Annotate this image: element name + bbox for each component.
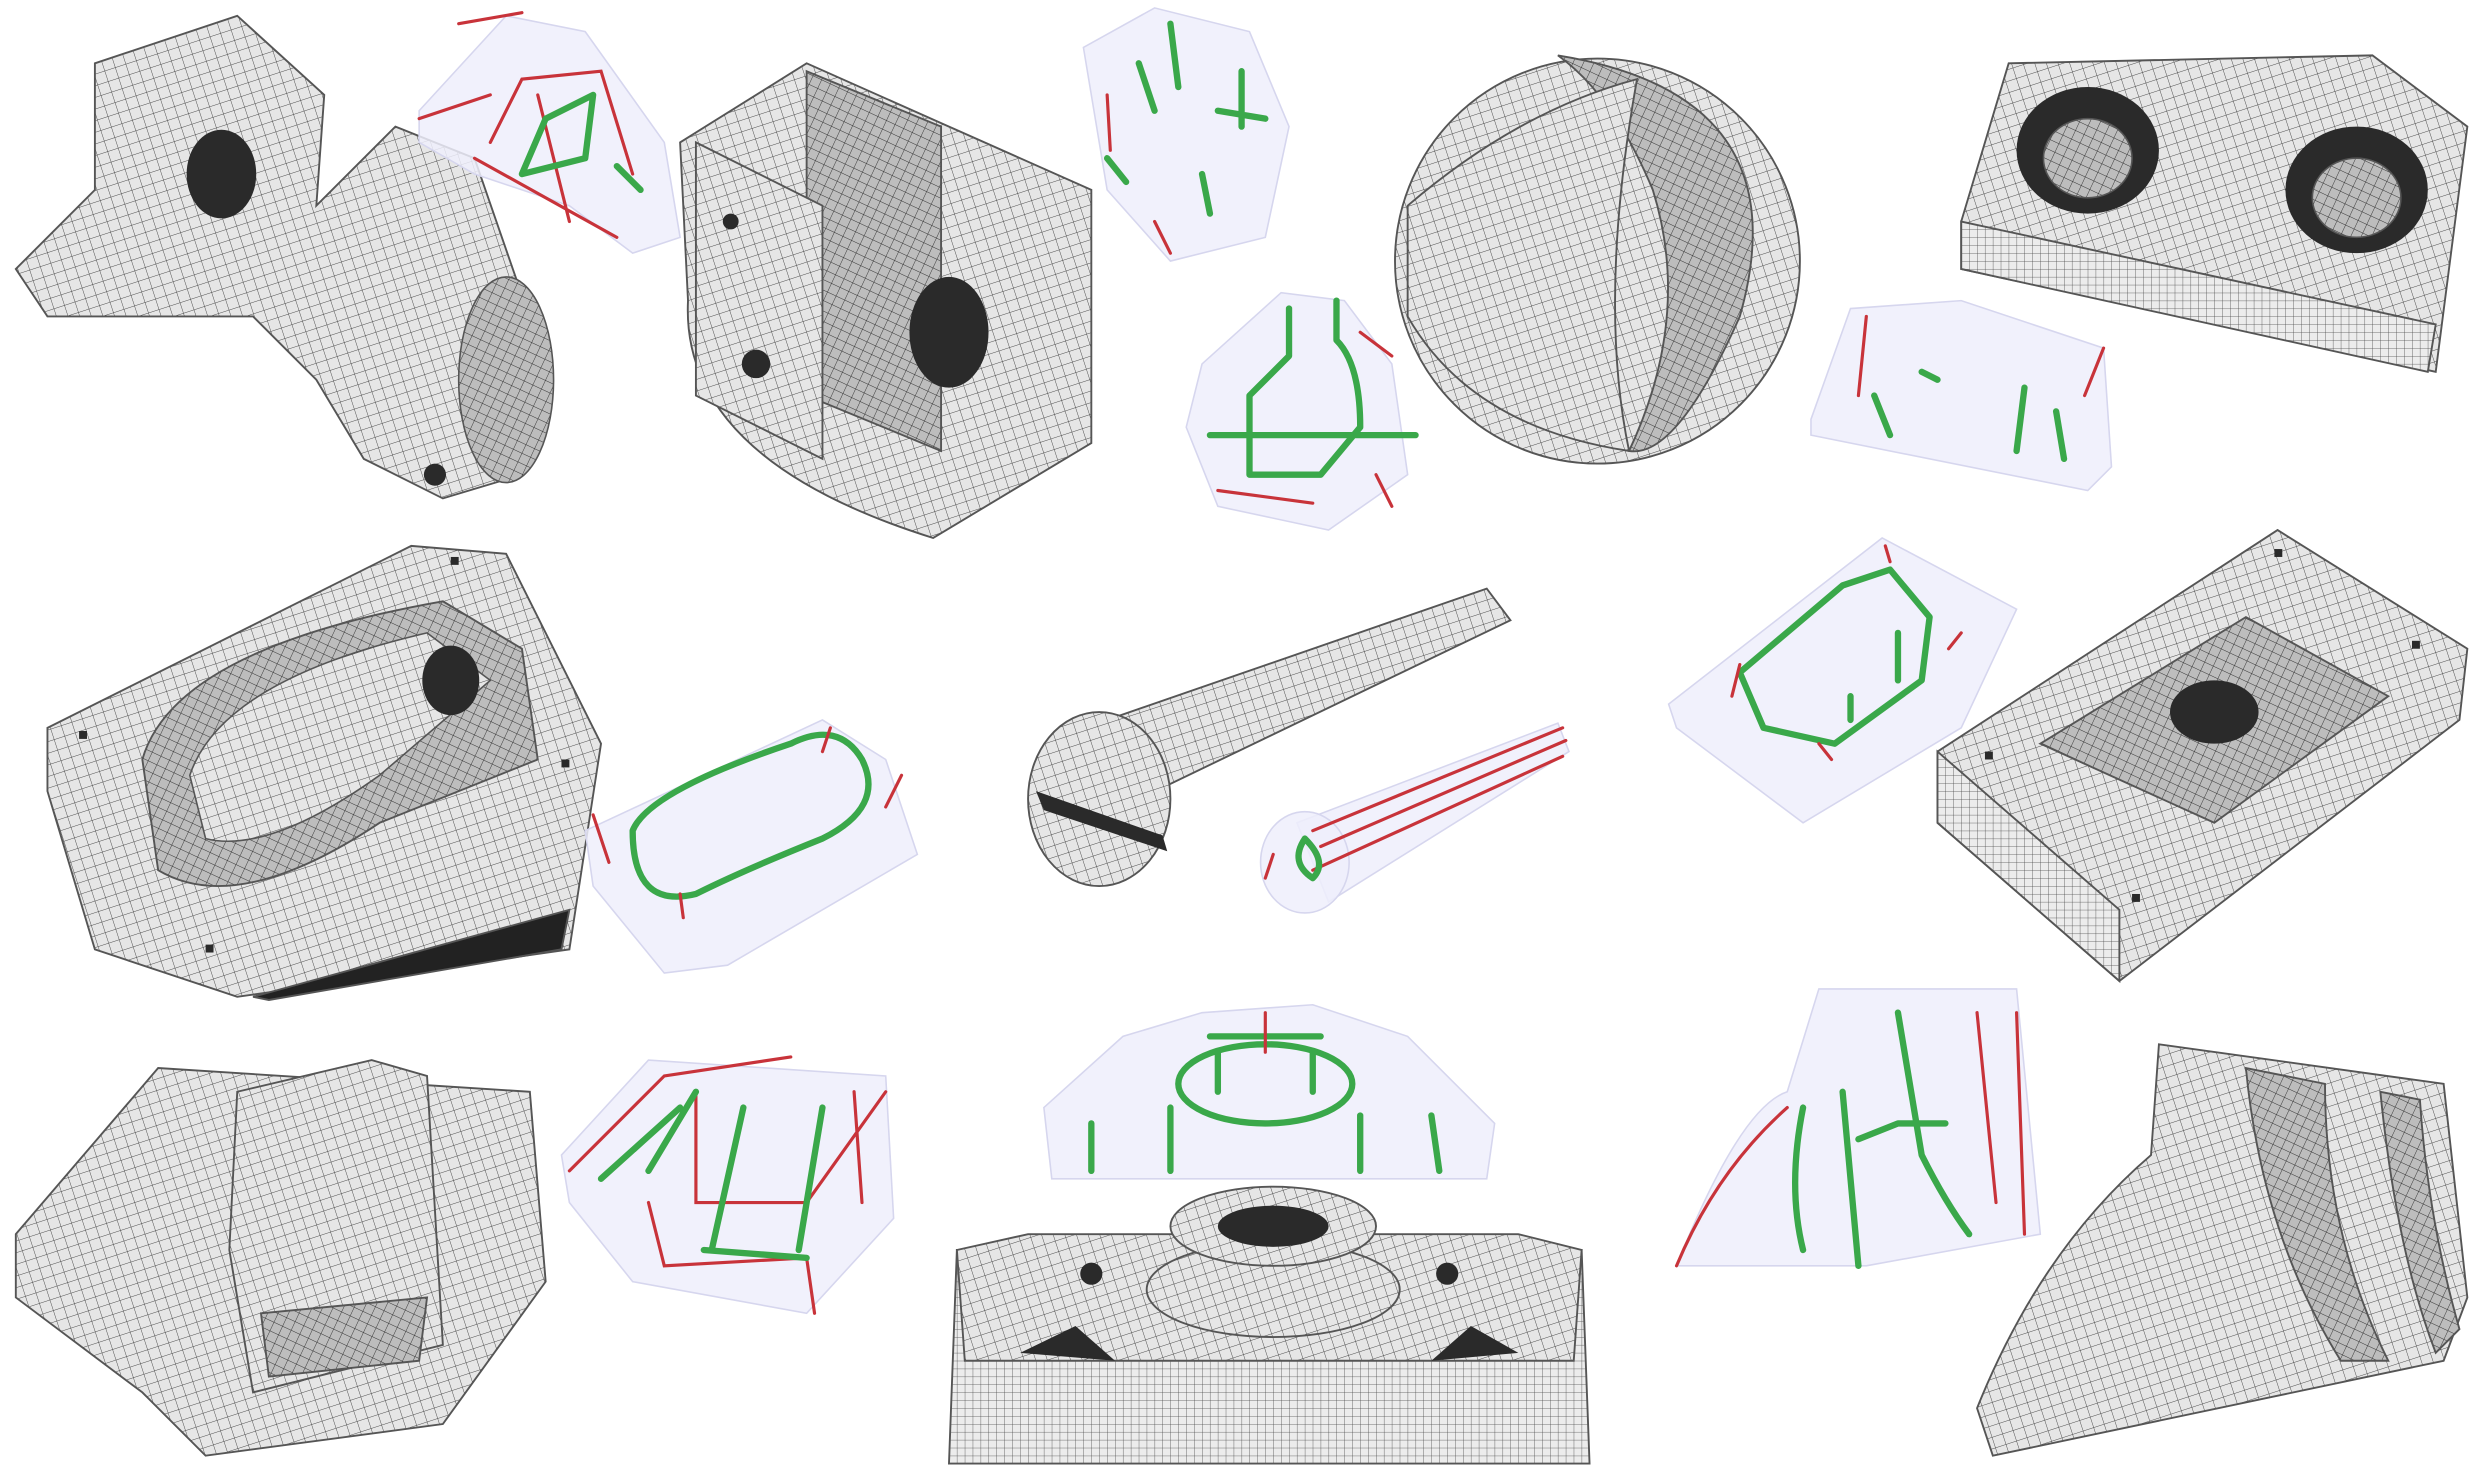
stepped-part-curves-model xyxy=(560,1055,895,1315)
pocket-plate-curves-model xyxy=(584,719,919,974)
screw-curves-model xyxy=(1259,722,1570,914)
stepped-part-model xyxy=(14,1059,547,1457)
recess-block-curves-model xyxy=(1667,537,2018,824)
curved-fin-curves-model xyxy=(1674,988,2042,1269)
screw-model xyxy=(1027,587,1512,888)
flange-base-model xyxy=(947,1185,1591,1465)
two-hole-block-curves-model xyxy=(1810,299,2113,492)
bracket-arm-model xyxy=(14,14,555,500)
flange-base-curves-model xyxy=(1043,1003,1496,1180)
slotted-cylinder-curves-a-model xyxy=(1082,7,1290,262)
cut-sphere-model xyxy=(1394,54,1801,465)
slotted-cylinder-model xyxy=(679,62,1093,540)
recess-block-model xyxy=(1936,528,2469,984)
pocket-plate-model xyxy=(46,544,603,1001)
two-hole-block-model xyxy=(1960,54,2469,373)
curved-fin-model xyxy=(1976,1043,2469,1457)
slotted-cylinder-curves-b-model xyxy=(1185,291,1419,531)
bracket-arm-curves-model xyxy=(417,11,681,255)
